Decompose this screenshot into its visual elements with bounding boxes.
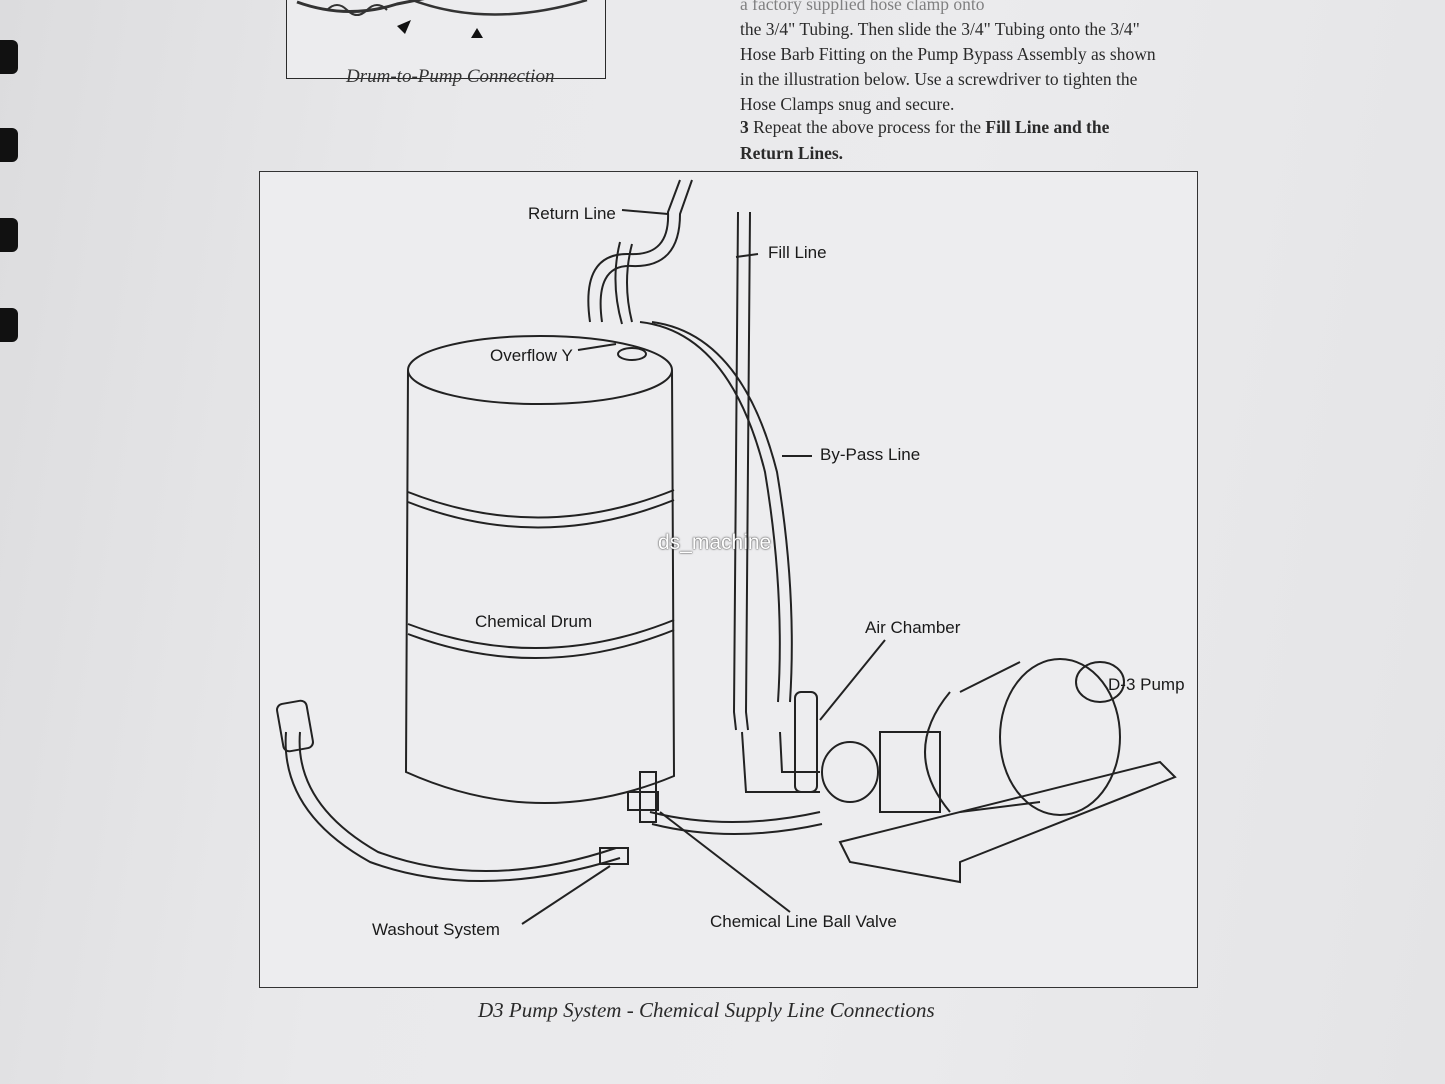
pump-base	[838, 760, 1177, 884]
pump-system-illustration	[276, 179, 1177, 925]
overflow-y-fitting	[617, 347, 647, 361]
label-chemical-line-ball-valve: Chemical Line Ball Valve	[710, 912, 897, 931]
label-air-chamber: Air Chamber	[865, 618, 961, 637]
spiral-binding	[0, 0, 22, 1084]
step-text: Repeat the above process for the	[753, 117, 982, 137]
step-bold-1: Fill Line and the	[985, 117, 1110, 137]
text-line: the 3/4" Tubing. Then slide the 3/4" Tub…	[740, 19, 1140, 39]
label-washout-system: Washout System	[372, 920, 500, 939]
washout-nozzle	[276, 699, 314, 753]
pump-head	[821, 741, 879, 803]
label-overflow-y: Overflow Y	[490, 346, 573, 365]
label-chemical-drum: Chemical Drum	[475, 612, 593, 631]
step-number: 3	[740, 117, 749, 137]
ball-valve	[627, 791, 659, 811]
text-line: Hose Clamps snug and secure.	[740, 94, 955, 114]
text-line: a factory supplied hose clamp onto	[740, 0, 985, 14]
drum-to-pump-figure	[286, 0, 606, 79]
top-figure-caption: Drum-to-Pump Connection	[346, 66, 555, 87]
watermark: ds_machine	[658, 531, 772, 554]
air-chamber	[794, 691, 818, 793]
label-bypass-line: By-Pass Line	[820, 445, 921, 464]
text-line: Hose Barb Fitting on the Pump Bypass Ass…	[740, 44, 1156, 64]
motor-body	[999, 658, 1121, 816]
label-fill-line: Fill Line	[768, 243, 827, 262]
drum-body	[404, 369, 676, 805]
text-line: in the illustration below. Use a screwdr…	[740, 69, 1138, 89]
step-bold-2: Return Lines.	[740, 143, 844, 163]
diagram-caption: D3 Pump System - Chemical Supply Line Co…	[478, 998, 935, 1022]
label-d3-pump: D-3 Pump	[1108, 675, 1185, 694]
instruction-text: a factory supplied hose clamp onto the 3…	[740, 0, 1260, 117]
step-3: 3 Repeat the above process for the Fill …	[740, 114, 1260, 166]
label-return-line: Return Line	[528, 204, 616, 223]
pump-system-diagram: Return Line Fill Line Overflow Y By-Pass…	[259, 171, 1198, 988]
drum-to-pump-illustration	[296, 0, 588, 38]
